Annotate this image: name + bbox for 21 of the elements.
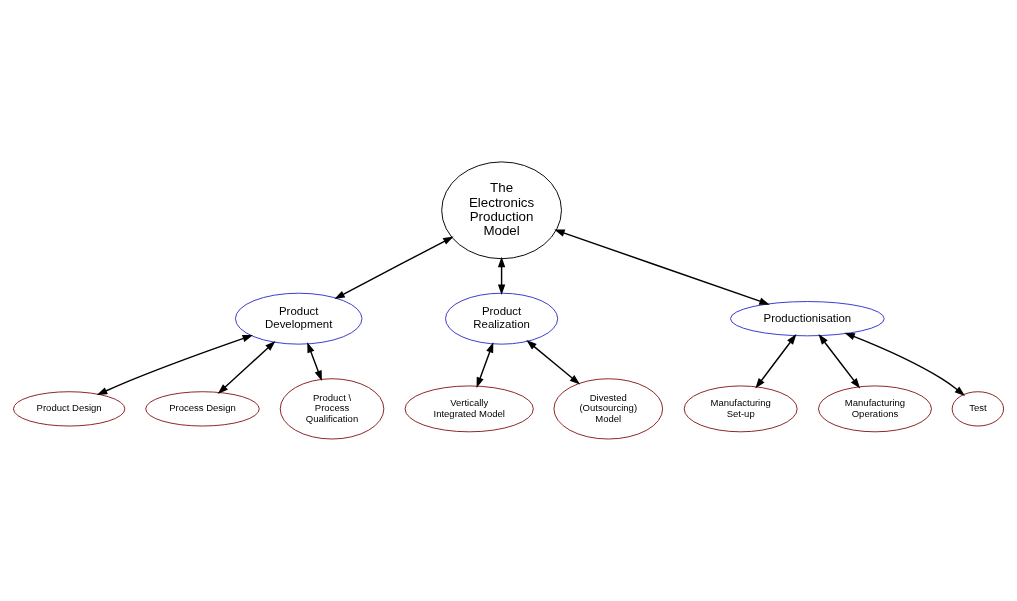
arrow <box>554 229 770 305</box>
node-ellipse: Test <box>951 391 1005 427</box>
node-ellipse: Process Design <box>145 391 260 427</box>
node-ellipse: Product \ Process Qualification <box>279 378 385 440</box>
arrow <box>526 340 581 385</box>
node-ellipse: Product Realization <box>445 292 559 345</box>
arrow <box>476 342 494 388</box>
node-ellipse: Product Design <box>12 391 126 427</box>
arrow <box>844 332 966 397</box>
node-ellipse: Vertically Integrated Model <box>404 385 534 433</box>
node-ellipse: Manufacturing Set-up <box>683 385 798 433</box>
arrow <box>96 335 254 396</box>
arrow <box>818 334 861 389</box>
arrow <box>497 256 506 296</box>
arrow <box>755 334 797 389</box>
arrow <box>307 342 322 382</box>
node-ellipse: Divested (Outsourcing) Model <box>553 378 664 440</box>
node-ellipse: Manufacturing Operations <box>818 385 932 433</box>
arrow <box>334 236 454 299</box>
node-ellipse: Productionisation <box>730 301 885 337</box>
arrow <box>217 340 276 394</box>
